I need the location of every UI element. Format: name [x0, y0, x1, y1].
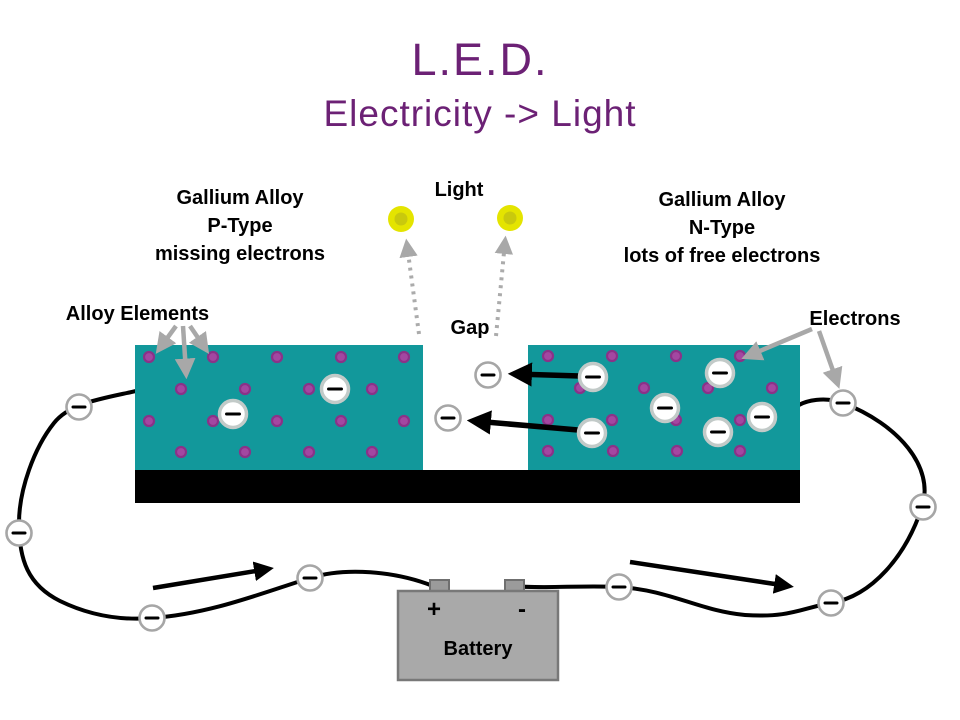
electron-icon — [702, 416, 734, 448]
electron-icon — [577, 361, 609, 393]
electrons-arrow-block — [741, 326, 813, 361]
alloy-element-dot — [397, 414, 411, 428]
electrons-arrows — [741, 326, 843, 389]
alloy-element-dot — [206, 350, 220, 364]
alloy-element-dot — [765, 381, 779, 395]
electron-icon — [909, 493, 937, 521]
p-type-label: Gallium Alloy P-Type missing electrons — [110, 184, 370, 268]
alloy-element-dot — [174, 382, 188, 396]
alloy-element-dot — [605, 413, 619, 427]
electrons-arrow-wire — [816, 330, 843, 389]
alloy-element-dot — [365, 445, 379, 459]
battery-label: Battery — [443, 638, 513, 660]
alloy-arrow-left — [155, 324, 178, 354]
alloy-element-dot — [637, 381, 651, 395]
light-arrow-left — [399, 238, 421, 335]
light-emission-arrows — [399, 235, 514, 337]
alloy-element-dot — [605, 349, 619, 363]
alloy-element-dot — [238, 382, 252, 396]
wire-flow-arrow-right — [629, 559, 794, 594]
light-dots-layer — [388, 205, 523, 232]
electron-icon — [829, 389, 857, 417]
alloy-element-dot — [174, 445, 188, 459]
alloy-element-dot — [669, 349, 683, 363]
battery — [396, 579, 560, 682]
light-dot-icon — [497, 205, 523, 231]
electrons-label: Electrons — [809, 308, 901, 330]
battery-negative-sign: - — [518, 596, 526, 623]
alloy-elements-label: Alloy Elements — [65, 303, 210, 325]
battery-body — [396, 589, 560, 682]
electron-icon — [5, 519, 33, 547]
alloy-dots-layer — [142, 349, 779, 459]
electron-icon — [576, 417, 608, 449]
wire-flow-arrow-left — [152, 561, 274, 591]
electron-icon — [65, 393, 93, 421]
alloy-element-dot — [302, 382, 316, 396]
gap-flow-arrow-bottom — [466, 410, 579, 435]
alloy-element-dot — [270, 414, 284, 428]
n-type-line2: N-Type — [688, 217, 756, 239]
gap-flow-arrow-top — [507, 362, 581, 387]
p-type-line3: missing electrons — [154, 243, 326, 265]
electron-icon — [138, 604, 166, 632]
p-type-line2: P-Type — [207, 215, 273, 237]
slide-subtitle: Electricity -> Light — [323, 93, 637, 134]
electron-icon — [704, 357, 736, 389]
alloy-element-dot — [206, 414, 220, 428]
alloy-element-dot — [365, 382, 379, 396]
alloy-element-dot — [541, 444, 555, 458]
alloy-element-dot — [302, 445, 316, 459]
electrons-layer — [5, 357, 937, 632]
n-type-line3: lots of free electrons — [623, 245, 821, 267]
alloy-element-dot — [701, 381, 715, 395]
alloy-arrow-middle — [174, 325, 196, 380]
alloy-elements-arrows — [155, 324, 210, 380]
slide-title: L.E.D. — [411, 34, 549, 85]
alloy-element-dot — [334, 414, 348, 428]
alloy-element-dot — [397, 350, 411, 364]
battery-positive-sign: + — [426, 596, 441, 623]
alloy-element-dot — [670, 444, 684, 458]
base-strip — [135, 470, 800, 503]
alloy-element-dot — [142, 350, 156, 364]
electron-icon — [296, 564, 324, 592]
light-dot-icon — [388, 206, 414, 232]
gap-label: Gap — [450, 317, 490, 339]
electron-icon — [817, 589, 845, 617]
alloy-element-dot — [334, 350, 348, 364]
electron-icon — [319, 373, 351, 405]
alloy-element-dot — [733, 349, 747, 363]
electron-icon — [474, 361, 502, 389]
electron-icon — [434, 404, 462, 432]
light-label: Light — [434, 179, 484, 201]
alloy-element-dot — [606, 444, 620, 458]
alloy-element-dot — [270, 350, 284, 364]
flow-arrows — [152, 362, 794, 594]
n-type-label: Gallium Alloy N-Type lots of free electr… — [590, 186, 854, 270]
alloy-element-dot — [733, 444, 747, 458]
alloy-element-dot — [541, 413, 555, 427]
alloy-arrow-right — [188, 324, 210, 354]
alloy-element-dot — [541, 349, 555, 363]
electron-icon — [649, 392, 681, 424]
electron-icon — [217, 398, 249, 430]
alloy-element-dot — [733, 413, 747, 427]
electron-icon — [746, 401, 778, 433]
alloy-element-dot — [142, 414, 156, 428]
electron-icon — [605, 573, 633, 601]
n-type-line1: Gallium Alloy — [658, 189, 786, 211]
alloy-element-dot — [238, 445, 252, 459]
p-type-line1: Gallium Alloy — [176, 187, 304, 209]
